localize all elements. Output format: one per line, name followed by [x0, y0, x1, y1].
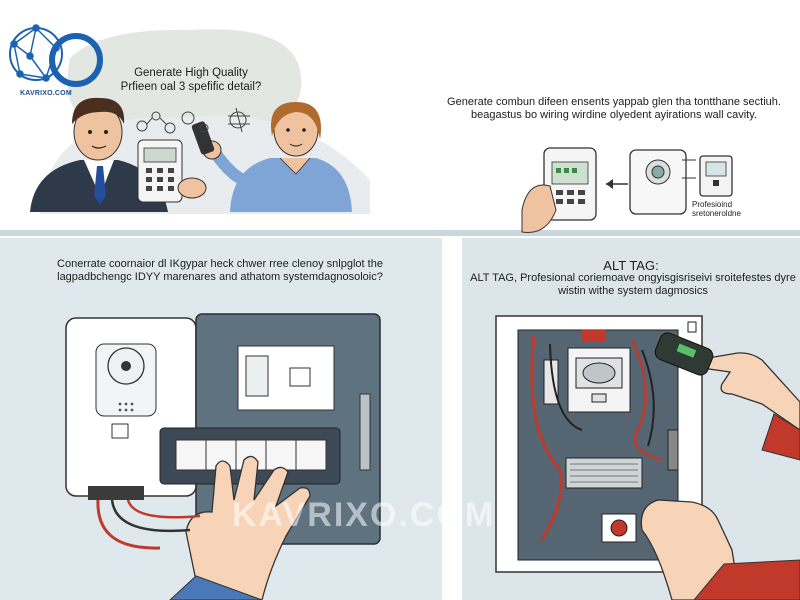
caption-bottom-right-title: ALT TAG: [603, 258, 659, 273]
illustration-top-right [521, 147, 733, 234]
caption-top-left: Generate High Quality Prfieen oal 3 spef… [96, 66, 286, 94]
panel-top-right [410, 0, 800, 228]
horizontal-divider [0, 230, 800, 236]
illustration-bottom-left [65, 313, 381, 600]
caption-top-left-line2: Prfieen oal 3 spefific detail? [120, 81, 262, 94]
vertical-divider [444, 238, 460, 600]
caption-bottom-right: ALT TAG, Profesional coriemoave ongyisgi… [470, 272, 796, 298]
kavrixo-logo-icon [9, 24, 103, 87]
caption-bottom-left: Conerrate coornaior dl IKgypar heck chwe… [57, 258, 383, 284]
caption-top-right: Generate combun difeen ensents yappab gl… [447, 96, 781, 122]
device-label: Profesioind sretoneroldne [692, 200, 741, 219]
caption-top-left-line1: Generate High Quality [134, 67, 248, 79]
logo-text: KAVRIXO.COM [20, 90, 72, 97]
illustration-bottom-right [495, 315, 800, 600]
watermark: KAVRIXO.COM [232, 496, 496, 534]
illustration-top-left [30, 29, 370, 214]
